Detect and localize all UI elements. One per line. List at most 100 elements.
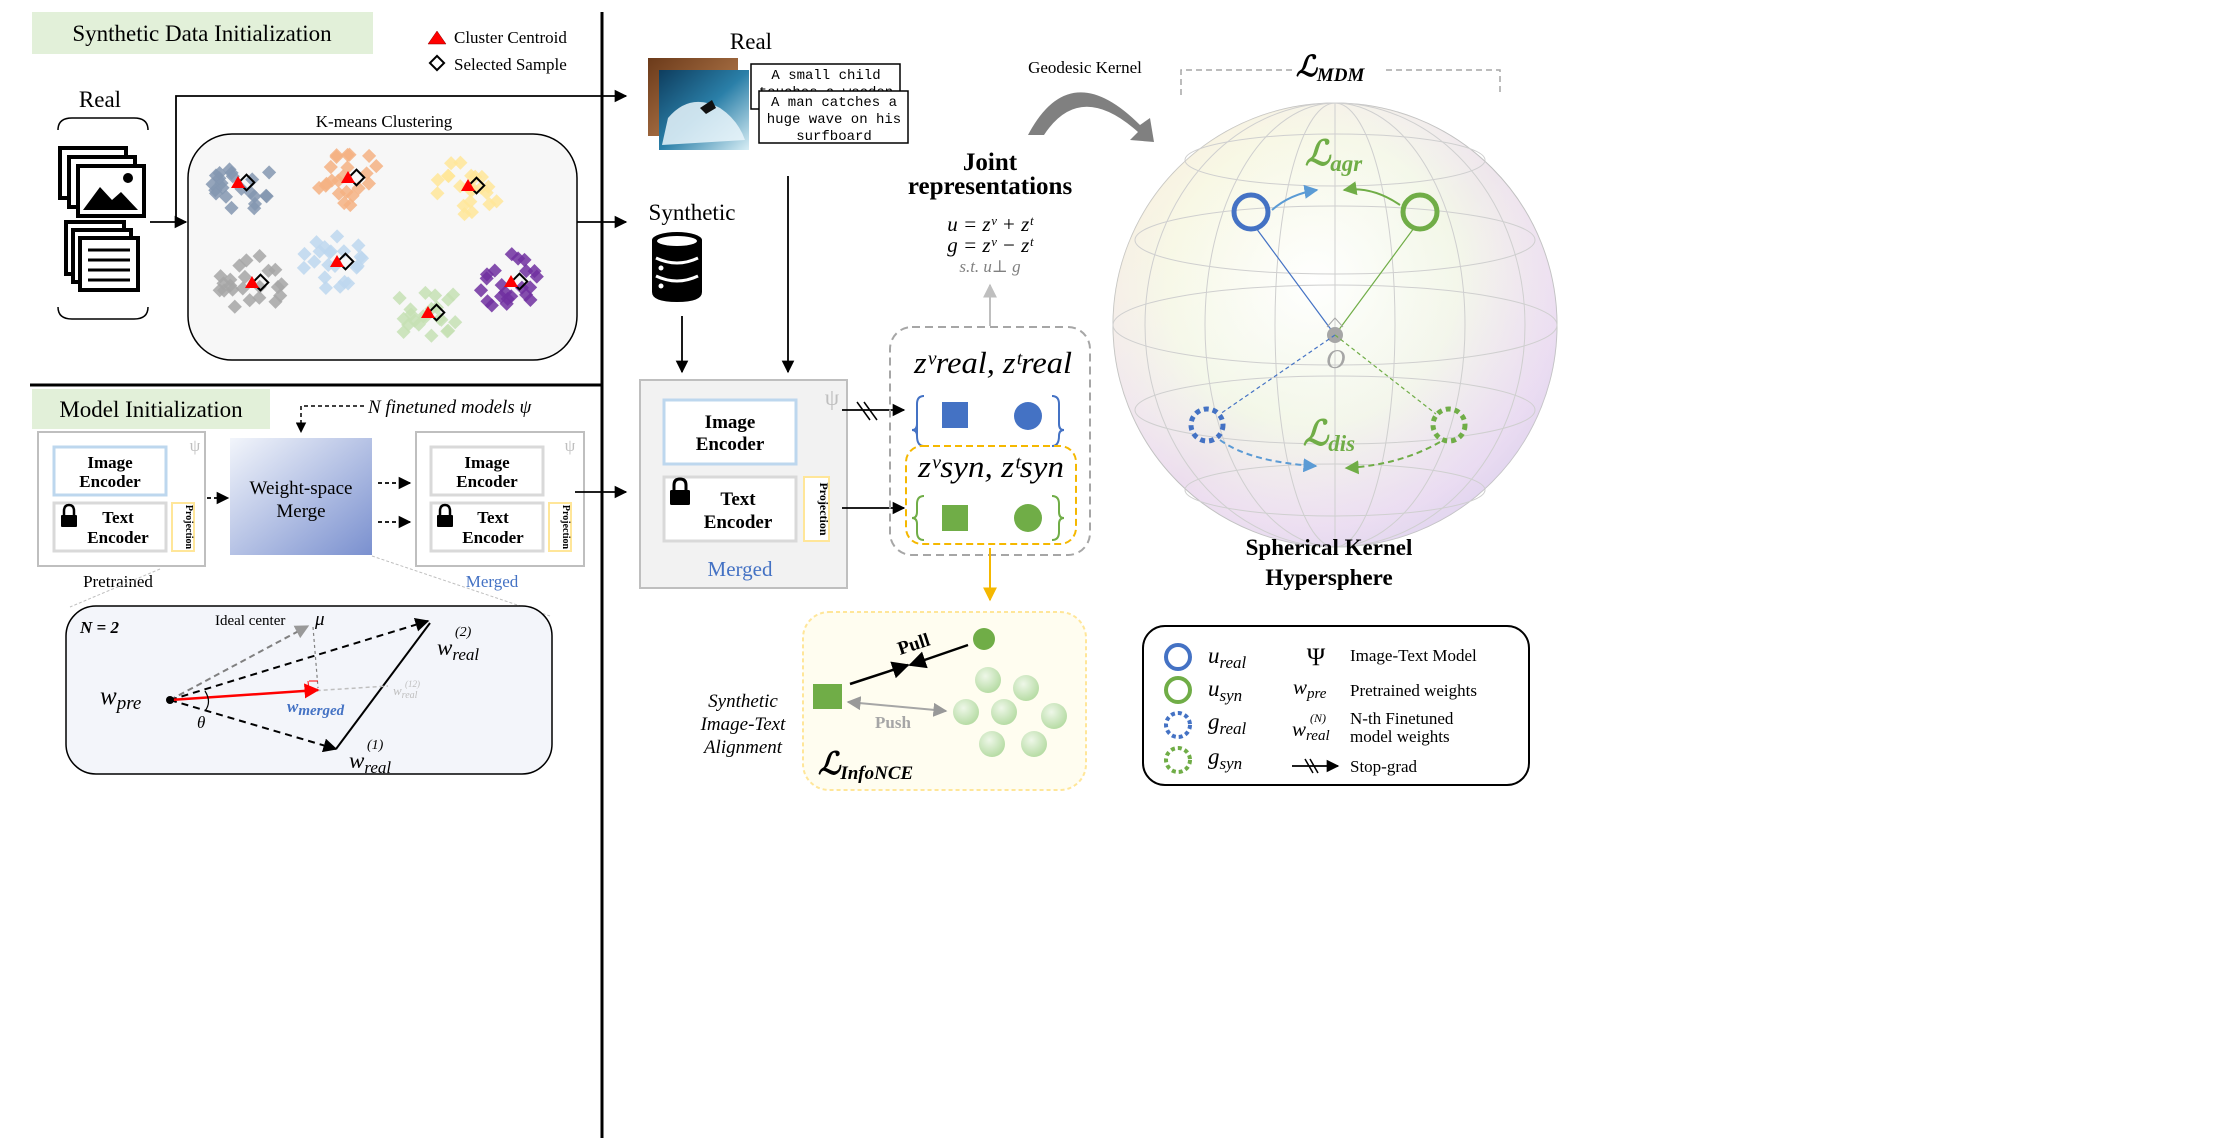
syn-text-embedding bbox=[973, 628, 995, 650]
synthetic-init-header bbox=[32, 12, 373, 54]
cluster-sample bbox=[224, 200, 239, 215]
finetuned-note-arrow bbox=[295, 405, 364, 434]
vector-pre-to-ideal bbox=[169, 625, 310, 701]
cluster-sample bbox=[446, 287, 461, 302]
cluster-sample bbox=[247, 196, 263, 211]
cluster-sample bbox=[369, 159, 384, 174]
cluster-sample bbox=[441, 168, 456, 183]
dis-loss: ℒdis bbox=[1303, 414, 1355, 456]
cluster-sample bbox=[319, 176, 334, 191]
cluster-sample bbox=[479, 271, 494, 286]
stopgrad-mark-1 bbox=[856, 401, 871, 421]
legend-box: ureal usyn greal gsyn Ψ Image-Text Model… bbox=[1142, 625, 1530, 786]
mdm-label-bg bbox=[1292, 55, 1382, 85]
cluster-sample bbox=[297, 246, 312, 262]
merged-small-projection-label: Projection bbox=[560, 505, 571, 550]
push-arrow bbox=[846, 696, 948, 717]
theta-label: θ bbox=[197, 713, 205, 732]
z-syn-box bbox=[905, 445, 1077, 545]
line-origin-to-usyn bbox=[1334, 227, 1415, 336]
joint-eq2: g = zᵛ − zᵗ bbox=[947, 233, 1034, 257]
model-init-header bbox=[32, 389, 270, 429]
cluster-sample bbox=[268, 294, 283, 309]
vector-ideal-drop bbox=[312, 626, 319, 689]
cluster-sample bbox=[430, 186, 445, 201]
legend-wpre-symbol: wpre bbox=[1293, 675, 1327, 702]
cluster-sample bbox=[323, 159, 338, 175]
w-real1-sup: (1) bbox=[367, 738, 384, 753]
cluster-sample bbox=[307, 254, 322, 269]
cluster-sample bbox=[212, 171, 227, 186]
mu-label: μ bbox=[314, 609, 325, 630]
cluster-sample bbox=[448, 315, 463, 330]
cluster-sample bbox=[337, 196, 352, 211]
cluster-sample bbox=[519, 263, 534, 279]
origin-label: O bbox=[1326, 344, 1346, 374]
real-data-label: Real bbox=[79, 87, 121, 112]
legend-g-syn: gsyn bbox=[1208, 744, 1242, 773]
w-real12-sup: (12) bbox=[405, 679, 420, 689]
w-real2-label: wreal bbox=[437, 635, 479, 664]
cluster-sample bbox=[361, 176, 376, 191]
synthetic-init-section: Synthetic Data Initialization Cluster Ce… bbox=[32, 12, 628, 361]
cluster-sample bbox=[434, 312, 449, 327]
legend-psi-symbol: Ψ bbox=[1307, 644, 1326, 671]
merged-small-projection bbox=[548, 502, 572, 552]
cluster-sample bbox=[482, 197, 497, 212]
cluster-sample bbox=[504, 247, 519, 262]
weight-space-merge-box bbox=[230, 438, 372, 555]
sphere-section: Geodesic Kernel ℒMDM ℒagr O bbox=[1028, 51, 1558, 590]
inset-connector-left bbox=[69, 568, 161, 608]
merged-image-encoder bbox=[662, 398, 798, 466]
cluster-centroid-marker bbox=[421, 306, 435, 318]
pretrained-projection-label: Projection bbox=[183, 505, 194, 550]
z-syn-image-square bbox=[942, 505, 968, 531]
cluster-sample bbox=[216, 276, 231, 291]
z-real-text-circle bbox=[1014, 402, 1042, 430]
real-pairs-label: Real bbox=[730, 29, 772, 54]
cluster-sample bbox=[428, 288, 443, 303]
pretrained-psi: ψ bbox=[190, 436, 201, 455]
cluster-sample bbox=[424, 328, 439, 343]
cluster-sample bbox=[396, 311, 411, 326]
selected-legend-icon bbox=[428, 54, 446, 72]
cluster-sample bbox=[473, 283, 489, 298]
vector-pre-to-w1 bbox=[169, 699, 338, 753]
w-pre-label: wpre bbox=[100, 683, 141, 714]
z-syn-bracket-left bbox=[911, 495, 925, 541]
merged-small-lock-icon bbox=[437, 503, 453, 527]
legend-u-real: ureal bbox=[1208, 643, 1247, 672]
merged-small-image-encoder bbox=[429, 445, 545, 497]
u-syn-point bbox=[1400, 192, 1440, 232]
geodesic-arc-arrow bbox=[1028, 92, 1154, 142]
origin-angle-mark bbox=[1326, 317, 1344, 328]
cluster-centroid-marker bbox=[461, 179, 475, 191]
z-real-image-square bbox=[942, 402, 968, 428]
cluster-sample bbox=[517, 252, 532, 267]
cluster-sample bbox=[262, 165, 277, 180]
cluster-sample bbox=[252, 249, 267, 264]
stopgrad-mark-2 bbox=[863, 401, 878, 421]
pull-arrow-2 bbox=[908, 643, 969, 669]
cluster-sample bbox=[329, 148, 344, 163]
legend-u-real-icon bbox=[1164, 643, 1192, 671]
synthetic-data-label: Synthetic bbox=[649, 200, 736, 225]
joint-eq3: s.t. u⊥ g bbox=[959, 257, 1020, 276]
cluster-sample bbox=[392, 290, 407, 306]
finetuned-note: N finetuned models ψ bbox=[367, 397, 532, 418]
infonce-loss: ℒInfoNCE bbox=[818, 746, 913, 784]
right-angle-mark bbox=[307, 680, 318, 692]
synthetic-init-title: Synthetic Data Initialization bbox=[72, 21, 332, 46]
model-init-section: Model Initialization N finetuned models … bbox=[32, 389, 628, 777]
cluster-sample bbox=[227, 299, 242, 314]
cluster-sample bbox=[340, 147, 355, 162]
joint-eq1: u = zᵛ + zᵗ bbox=[947, 212, 1034, 236]
cluster-sample bbox=[333, 279, 348, 294]
legend-u-syn-icon bbox=[1164, 676, 1192, 704]
w-merged-label: wmerged bbox=[287, 697, 345, 719]
